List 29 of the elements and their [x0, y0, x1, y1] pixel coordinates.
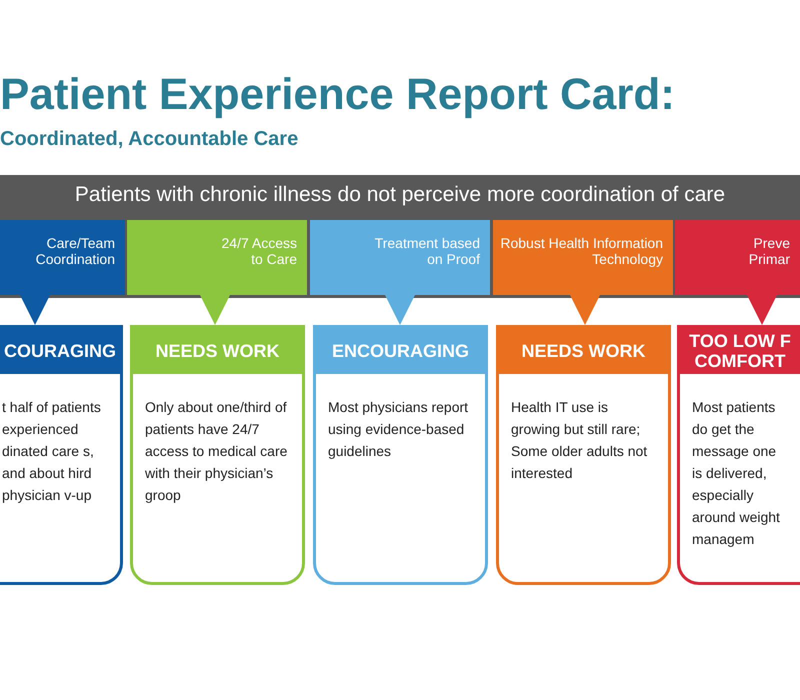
category-tab — [310, 220, 490, 325]
rating-header: ENCOURAGING — [316, 328, 485, 374]
report-card — [0, 325, 123, 585]
report-card — [496, 325, 671, 585]
rating-header: TOO LOW F COMFORT — [680, 328, 800, 374]
category-label: Care/Team Coordination — [34, 235, 115, 267]
rating-header: NEEDS WORK — [133, 328, 302, 374]
category-label: Preve Primar — [748, 235, 790, 267]
rating-header: COURAGING — [0, 328, 120, 374]
category-tab — [0, 220, 125, 325]
category-label: Robust Health Information Technology — [499, 235, 663, 267]
card-text: Only about one/third of patients have 24/7 access to medical care with their physician’s groop — [144, 398, 288, 505]
category-tab — [493, 220, 673, 325]
title: Patient Experience Report Card: — [0, 70, 675, 120]
report-card — [677, 325, 800, 585]
banner-heading: Patients with chronic illness do not perceive more coordination of care — [74, 183, 726, 207]
banner — [0, 175, 800, 220]
card-text: Most patients do get the message one is delivered, especially around weight managem — [691, 398, 781, 549]
report-card — [130, 325, 305, 585]
rating-header: NEEDS WORK — [499, 328, 668, 374]
category-label: Treatment based on Proof — [374, 235, 480, 267]
report-card — [313, 325, 488, 585]
card-text: Health IT use is growing but still rare; Some older adults not interested — [510, 398, 648, 483]
subtitle: Coordinated, Accountable Care — [0, 128, 298, 151]
category-tab — [127, 220, 307, 325]
category-label: 24/7 Access to Care — [220, 235, 297, 267]
card-text: t half of patients experienced dinated care s, and about hird physician v-up — [1, 398, 102, 505]
category-tab — [675, 220, 800, 325]
card-text: Most physicians report using evidence-based guidelines — [327, 398, 470, 461]
